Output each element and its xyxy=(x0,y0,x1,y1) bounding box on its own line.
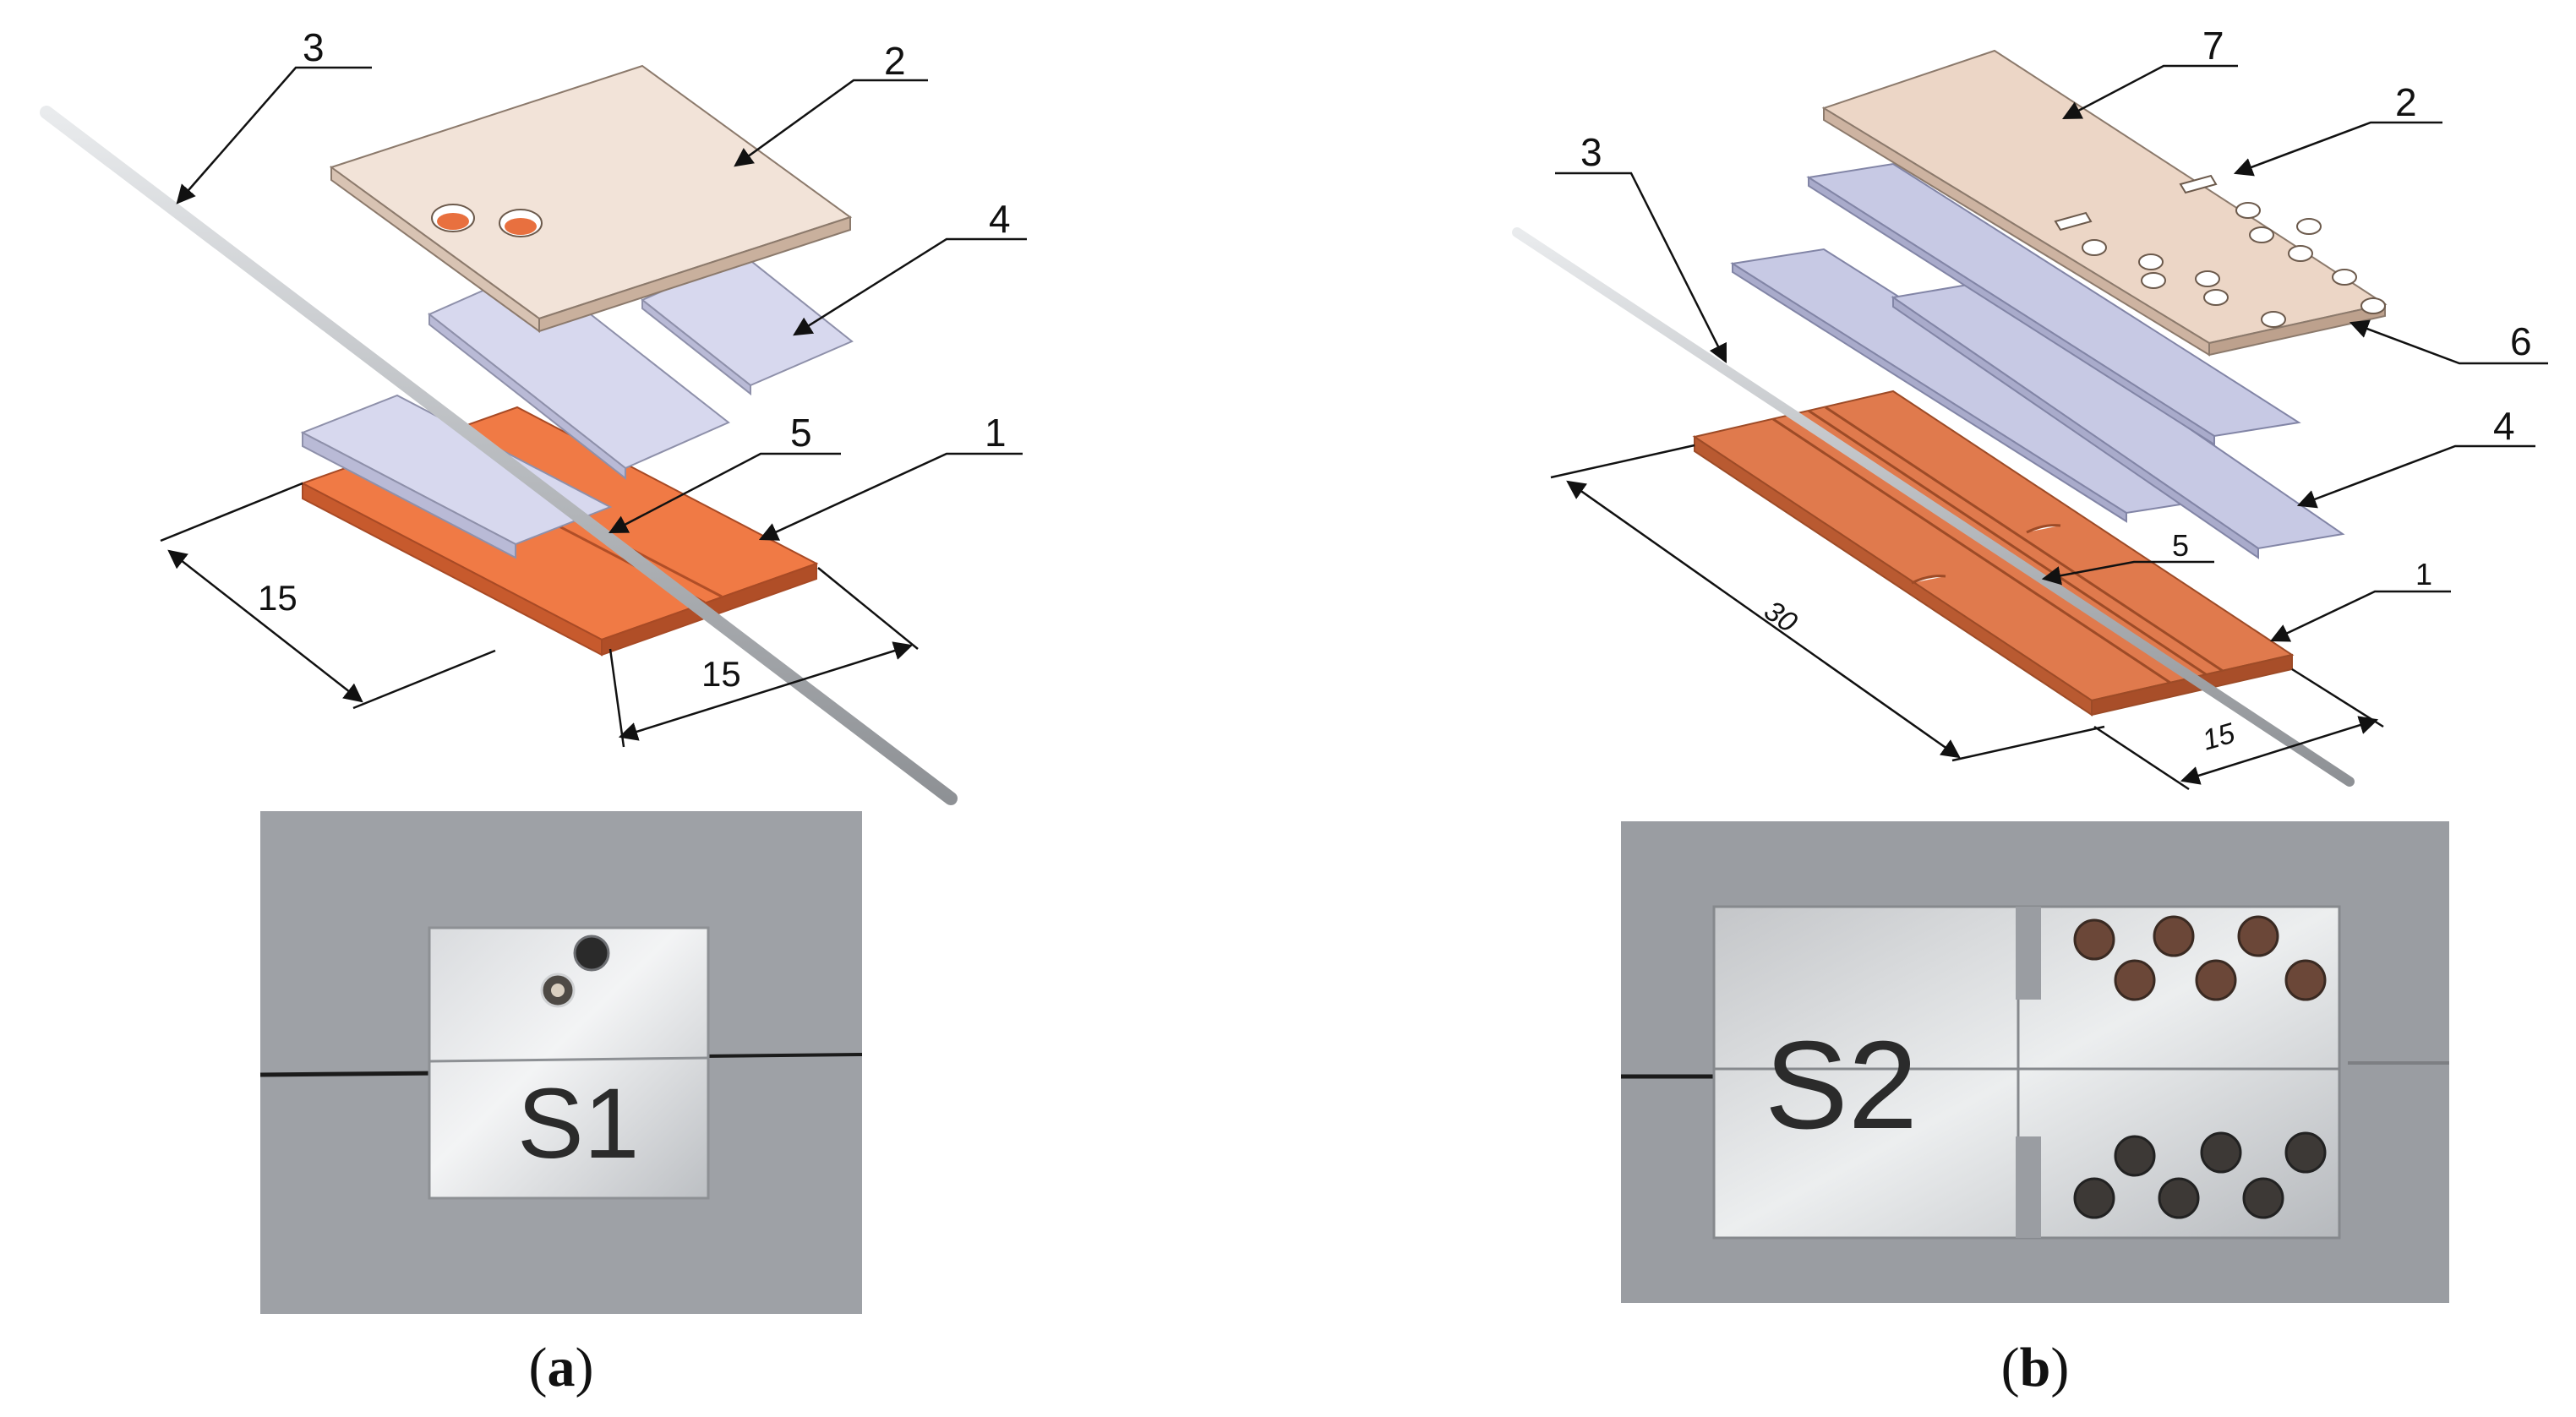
callout-4-label: 4 xyxy=(989,197,1011,241)
callout-5-label-b: 5 xyxy=(2172,528,2189,563)
caption-a: (a) xyxy=(529,1337,594,1398)
callouts-a xyxy=(176,66,1027,541)
callout-7-label-b: 7 xyxy=(2202,24,2224,68)
hole-array-bottom xyxy=(2073,1131,2327,1219)
dimension-right-a: 15 xyxy=(701,654,741,694)
panel-b-photo: S2 xyxy=(1621,821,2449,1303)
panel-b-drawing: 3 7 2 6 4 5 1 30 15 xyxy=(1512,24,2548,791)
sample-s1 xyxy=(428,926,710,1200)
dimension-short-b: 15 xyxy=(2199,717,2239,757)
callout-5-label: 5 xyxy=(790,411,812,455)
cover-plate-b xyxy=(1821,49,2388,357)
hole-icon xyxy=(573,935,610,972)
caption-b: (b) xyxy=(2001,1337,2070,1398)
callout-2-label: 2 xyxy=(884,39,906,83)
sample-label-s2: S2 xyxy=(1765,1016,1918,1155)
callout-3-label-b: 3 xyxy=(1580,130,1602,174)
callout-3-label: 3 xyxy=(303,25,325,69)
dimension-left-a: 15 xyxy=(258,578,297,618)
callout-1-label-b: 1 xyxy=(2415,557,2432,591)
callout-4-label-b: 4 xyxy=(2493,404,2515,448)
dimension-long-b: 30 xyxy=(1758,594,1803,639)
dimensions-a xyxy=(160,482,919,748)
callouts-b xyxy=(1555,64,2548,642)
hole-array-top xyxy=(2073,915,2327,1001)
panel-a-photo: S1 xyxy=(259,811,863,1314)
callout-2-label-b: 2 xyxy=(2395,80,2417,124)
panel-a-drawing: 3 2 4 5 1 15 15 xyxy=(40,25,1027,805)
callout-6-label-b: 6 xyxy=(2510,319,2532,363)
callout-1-label: 1 xyxy=(985,411,1007,455)
cover-plate-a xyxy=(329,64,853,333)
dimensions-b xyxy=(1550,444,2384,791)
sample-label-s1: S1 xyxy=(517,1068,639,1180)
